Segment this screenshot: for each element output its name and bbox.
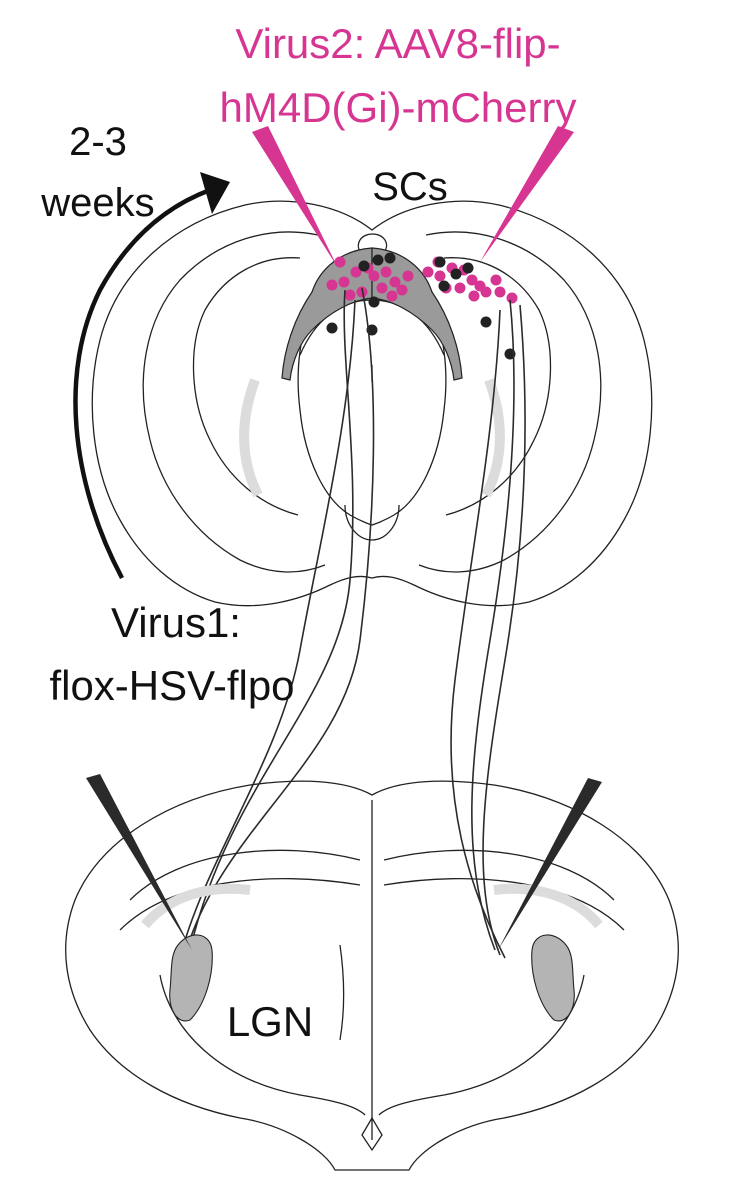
midbrain-body bbox=[297, 299, 447, 526]
cortex-inner-right bbox=[418, 231, 602, 573]
axon-right-1 bbox=[471, 299, 515, 951]
forebrain-outline bbox=[65, 780, 679, 1171]
virus2-label-line2: hM4D(Gi)-mCherry bbox=[220, 84, 577, 131]
axon-right-2 bbox=[482, 304, 526, 956]
lgn-left bbox=[169, 934, 213, 1022]
infected-neuron bbox=[350, 266, 362, 278]
neuron bbox=[372, 254, 384, 266]
neuron bbox=[438, 280, 450, 292]
cortex-inner-right-2 bbox=[443, 257, 552, 516]
infected-neuron bbox=[338, 276, 350, 288]
lgn-label: LGN bbox=[227, 998, 313, 1045]
sc-pipette-right bbox=[480, 126, 574, 262]
infected-neuron bbox=[468, 290, 480, 302]
axon-left-3 bbox=[179, 299, 356, 959]
ventricle bbox=[361, 1116, 383, 1152]
infected-neuron bbox=[434, 270, 446, 282]
infected-neuron bbox=[326, 279, 338, 291]
sc-left-region bbox=[281, 247, 373, 381]
infected-neuron bbox=[422, 266, 434, 278]
axon-right-3 bbox=[450, 309, 506, 959]
virus2-label-line1: Virus2: AAV8-flip- bbox=[235, 20, 560, 67]
axon-left-1 bbox=[189, 289, 354, 951]
infected-neuron bbox=[506, 292, 518, 304]
forebrain-section bbox=[65, 780, 679, 1171]
infected-neuron bbox=[380, 266, 392, 278]
timing-arrowhead bbox=[200, 172, 230, 214]
sc-label: SCs bbox=[372, 165, 448, 209]
infected-neuron bbox=[402, 270, 414, 282]
cc-arc-right bbox=[383, 849, 615, 901]
cortex-inner-left bbox=[142, 231, 326, 573]
infected-neuron bbox=[389, 276, 401, 288]
neuron bbox=[450, 268, 462, 280]
neuron bbox=[358, 260, 370, 272]
infected-neuron bbox=[334, 256, 346, 268]
labels: Virus2: AAV8-flip- hM4D(Gi)-mCherry SCs … bbox=[40, 20, 576, 1045]
midbrain-outline bbox=[91, 200, 653, 607]
infected-neuron bbox=[376, 282, 388, 294]
lower-lobe bbox=[344, 504, 400, 541]
time-label-line1: 2-3 bbox=[69, 120, 127, 164]
timing-arrow bbox=[73, 172, 230, 580]
fb-hippo-right bbox=[493, 883, 603, 929]
neuron bbox=[384, 252, 396, 264]
infected-neuron bbox=[466, 274, 478, 286]
infected-neuron bbox=[368, 270, 380, 282]
neuron bbox=[434, 256, 446, 268]
midline-slit bbox=[339, 944, 345, 1041]
infected-neuron bbox=[396, 284, 408, 296]
virus1-label-line1: Virus1: bbox=[111, 599, 241, 646]
infected-neuron bbox=[480, 286, 492, 298]
sc-pipette-left bbox=[252, 126, 338, 268]
cortex-inner-left-2 bbox=[192, 257, 301, 516]
virus1-label-line2: flox-HSV-flpo bbox=[49, 662, 294, 709]
neuron bbox=[480, 316, 492, 328]
axon-left-2 bbox=[184, 287, 375, 956]
neuron bbox=[368, 296, 380, 308]
pipette-right bbox=[498, 778, 602, 950]
infected-neuron bbox=[494, 286, 506, 298]
infected-neuron bbox=[490, 274, 502, 286]
pipette-left bbox=[86, 774, 192, 950]
timing-arrow-line bbox=[73, 187, 211, 580]
cc-arc-left-2 bbox=[119, 877, 361, 931]
sc-pipettes bbox=[252, 126, 574, 268]
infected-neuron bbox=[454, 282, 466, 294]
time-label-line2: weeks bbox=[40, 181, 154, 225]
axons bbox=[179, 287, 526, 959]
infected-neuron bbox=[386, 290, 398, 302]
neuron bbox=[326, 322, 338, 334]
cc-arc-right-2 bbox=[383, 877, 625, 931]
lgn-right bbox=[531, 934, 575, 1022]
hippocampus-left bbox=[239, 378, 263, 498]
neuron bbox=[462, 262, 474, 274]
infected-neuron bbox=[344, 289, 356, 301]
fb-hippo-left bbox=[141, 883, 251, 929]
sc-neurons bbox=[326, 252, 518, 360]
lgn-pipettes bbox=[86, 774, 602, 950]
lgn-regions bbox=[169, 934, 575, 1022]
